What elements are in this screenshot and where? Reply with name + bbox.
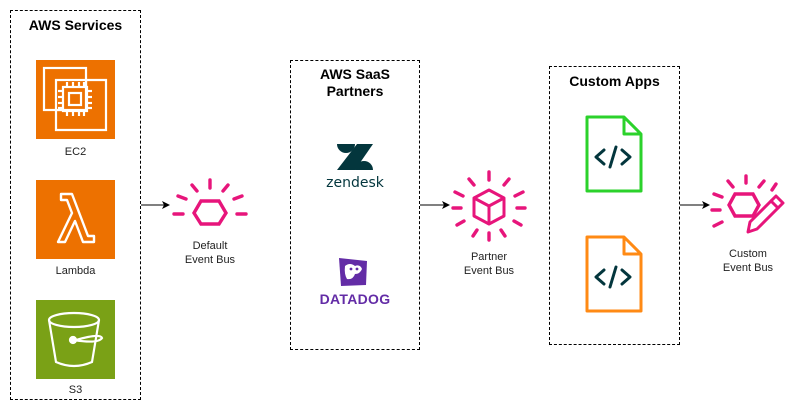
custom-event-bus-label-line1: Custom [729, 248, 767, 260]
default-event-bus-label-line1: Default [192, 240, 228, 252]
zendesk-logo [335, 142, 375, 172]
ec2-icon [36, 60, 115, 139]
datadog-wordmark: DATADOG [319, 291, 391, 307]
custom-event-bus-label-line2: Event Bus [722, 262, 774, 274]
saas-partners-title-line2: Partners [326, 83, 384, 99]
aws-services-group: AWS Services [10, 10, 141, 400]
saas-partners-title-line1: AWS SaaS [319, 66, 391, 82]
custom-app-green-code-file-icon [584, 114, 644, 194]
lambda-label: Lambda [55, 265, 96, 277]
saas-partners-group: AWS SaaS Partners [290, 60, 420, 350]
ec2-label: EC2 [64, 146, 87, 158]
partner-event-bus-label-line1: Partner [470, 251, 508, 263]
aws-services-title: AWS Services [28, 17, 123, 33]
s3-icon [36, 300, 115, 379]
custom-event-bus-icon [708, 172, 788, 238]
custom-apps-group: Custom Apps [549, 66, 680, 345]
custom-apps-title: Custom Apps [569, 73, 660, 89]
default-event-bus-icon [170, 176, 250, 236]
partner-event-bus-label-line2: Event Bus [463, 265, 515, 277]
datadog-logo [336, 256, 370, 288]
s3-label: S3 [68, 384, 83, 396]
lambda-icon [36, 180, 115, 259]
default-event-bus-label-line2: Event Bus [184, 254, 236, 266]
partner-event-bus-icon [449, 170, 529, 242]
zendesk-wordmark: zendesk [326, 175, 384, 191]
custom-app-orange-code-file-icon [584, 234, 644, 314]
